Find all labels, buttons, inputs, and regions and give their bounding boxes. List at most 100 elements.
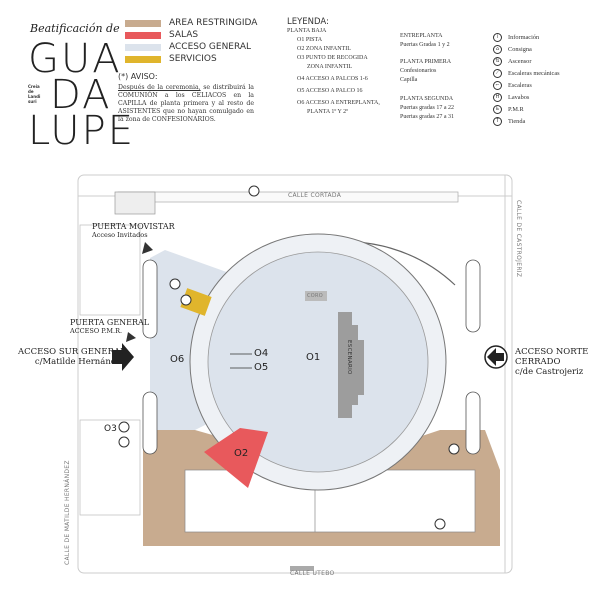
entrance-title: ACCESO NORTE [515, 347, 589, 357]
aviso-underlined: Después de la ceremonia, [118, 84, 201, 91]
swatch [125, 19, 161, 27]
ramp-west-south [142, 391, 158, 455]
restroom-icon [180, 294, 192, 306]
entrance-title: PUERTA MOVISTAR [92, 222, 175, 231]
icon-legend-item: ⟋Escaleras mecánicas [493, 67, 560, 79]
street-bottom: CALLE UTEBO [290, 570, 335, 577]
entrance-sub: ACCESO P.M.R. [70, 327, 123, 335]
section-title: PLANTA SEGUNDA [400, 96, 454, 102]
leyenda-planta-baja: LEYENDA: PLANTA BAJA O1 PISTA O2 ZONA IN… [287, 18, 392, 117]
icon-label: Lavabos [508, 93, 530, 101]
icon-label: Ascensor [508, 57, 532, 65]
icon-label: P.M.R [508, 105, 524, 113]
pista-floor [207, 251, 429, 473]
logo-line-2: DA [50, 72, 112, 118]
zone-o4[interactable]: O4 [254, 348, 269, 359]
zone-o6[interactable]: O6 [170, 354, 185, 365]
zona-infantil-sala [204, 428, 268, 488]
zone-o2[interactable]: O2 [234, 448, 249, 459]
aviso-body: se distribuirá la COMUNIÓN a los CELIACO… [118, 84, 254, 123]
legend-item: O5 ACCESO A PALCO 16 [297, 88, 363, 94]
entrance-sub: c/de Castrojeriz [515, 367, 584, 377]
arrow-acceso-sur-icon [112, 343, 134, 371]
shop-icon: T [493, 116, 502, 126]
escenario-label: ESCENARIO [346, 340, 352, 375]
icon-label: Escaleras mecánicas [508, 69, 560, 77]
parking-area-north [79, 224, 141, 316]
leyenda-title: LEYENDA: [287, 17, 329, 27]
arrow-movistar-icon [142, 242, 153, 254]
logo-line-1: GUA [28, 36, 122, 82]
legend-item: O2 ZONA INFANTIL [297, 46, 351, 52]
legend-salas: SALAS [125, 30, 198, 40]
wheelchair-icon [248, 185, 260, 197]
legend-item: Puertas Gradas 1 y 2 [400, 42, 450, 48]
street-top: CALLE CORTADA [288, 192, 342, 199]
bottom-gate [290, 566, 314, 571]
icon-legend-item: ⇅Ascensor [493, 55, 560, 67]
legend-acceso-general: ACCESO GENERAL [125, 42, 251, 52]
arrow-acceso-norte-icon [487, 348, 504, 366]
wheelchair-icon: ♿ [493, 104, 502, 114]
arrow-puerta-general-icon [126, 332, 136, 342]
legend-item: PLANTA 1º Y 2º [307, 109, 348, 115]
shop-icon [118, 421, 130, 433]
ramp-west-north [142, 259, 158, 339]
street-right: CALLE DE CASTROJERIZ [515, 200, 522, 278]
icon-legend: i Información ⌂ Consigna ⇅Ascensor ⟋Escale… [493, 31, 560, 127]
icon-legend-item: H Lavabos [493, 91, 560, 103]
zone-o3[interactable]: O3 [104, 424, 117, 434]
icon-legend-item: ⌐ Escaleras [493, 79, 560, 91]
legend-item: O6 ACCESO A ENTREPLANTA, [297, 100, 380, 106]
logo-line-3: LUPE [28, 108, 135, 154]
legend-label: SALAS [169, 30, 199, 40]
entrance-title: ACCESO SUR GENERAL [18, 347, 126, 357]
elevator-icon [448, 443, 460, 455]
swatch [125, 43, 161, 51]
icon-label: Tienda [508, 117, 526, 125]
legend-item: Capilla [400, 77, 418, 83]
parking-area-south [79, 419, 141, 516]
legend-servicios: SERVICIOS [125, 54, 217, 64]
stair-block [114, 191, 156, 215]
icon-legend-item: ⌂ Consigna [493, 43, 560, 55]
legend-item: O1 PISTA [297, 37, 323, 43]
legend-label: AREA RESTRINGIDA [169, 18, 258, 28]
logo-small-text: Creia de Landi suri [28, 84, 41, 104]
legend-item: Puertas gradas 17 a 22 [400, 105, 454, 111]
street-left: CALLE DE MATILDE HERNÁNDEZ [64, 460, 71, 565]
stairs-icon: ⌐ [493, 80, 502, 90]
icon-label: Información [508, 33, 540, 41]
entrance-sub: Acceso Invitados [92, 231, 148, 239]
section-title: PLANTA BAJA [287, 28, 327, 34]
zone-o1[interactable]: O1 [306, 352, 321, 363]
swatch [125, 55, 161, 63]
elevator-icon [169, 278, 181, 290]
icon-legend-item: i Información [493, 31, 560, 43]
icon-legend-item: ♿ P.M.R [493, 103, 560, 115]
icon-label: Consigna [508, 45, 532, 53]
elevator-icon [118, 436, 130, 448]
aviso-text: Después de la ceremonia, se distribuirá … [118, 84, 254, 124]
zone-o5[interactable]: O5 [254, 362, 269, 373]
cloakroom-icon: ⌂ [493, 44, 502, 54]
swatch [125, 31, 161, 39]
restroom-icon: H [493, 92, 502, 102]
legend-item: ZONA INFANTIL [307, 64, 353, 70]
icon-label: Escaleras [508, 81, 532, 89]
info-icon: i [493, 32, 502, 42]
legend-item: Confesionarios [400, 68, 437, 74]
leyenda-plantas: ENTREPLANTA Puertas Gradas 1 y 2 PLANTA … [400, 32, 488, 122]
entrance-title: PUERTA GENERAL [70, 318, 150, 327]
icon-legend-item: T Tienda [493, 115, 560, 127]
legend-item: Puertas gradas 27 a 31 [400, 114, 454, 120]
legend-label: ACCESO GENERAL [169, 42, 252, 52]
site-boundary [77, 174, 513, 574]
entrance-sub: c/Matilde Hernández [34, 357, 126, 367]
escenario-stage [338, 312, 364, 418]
